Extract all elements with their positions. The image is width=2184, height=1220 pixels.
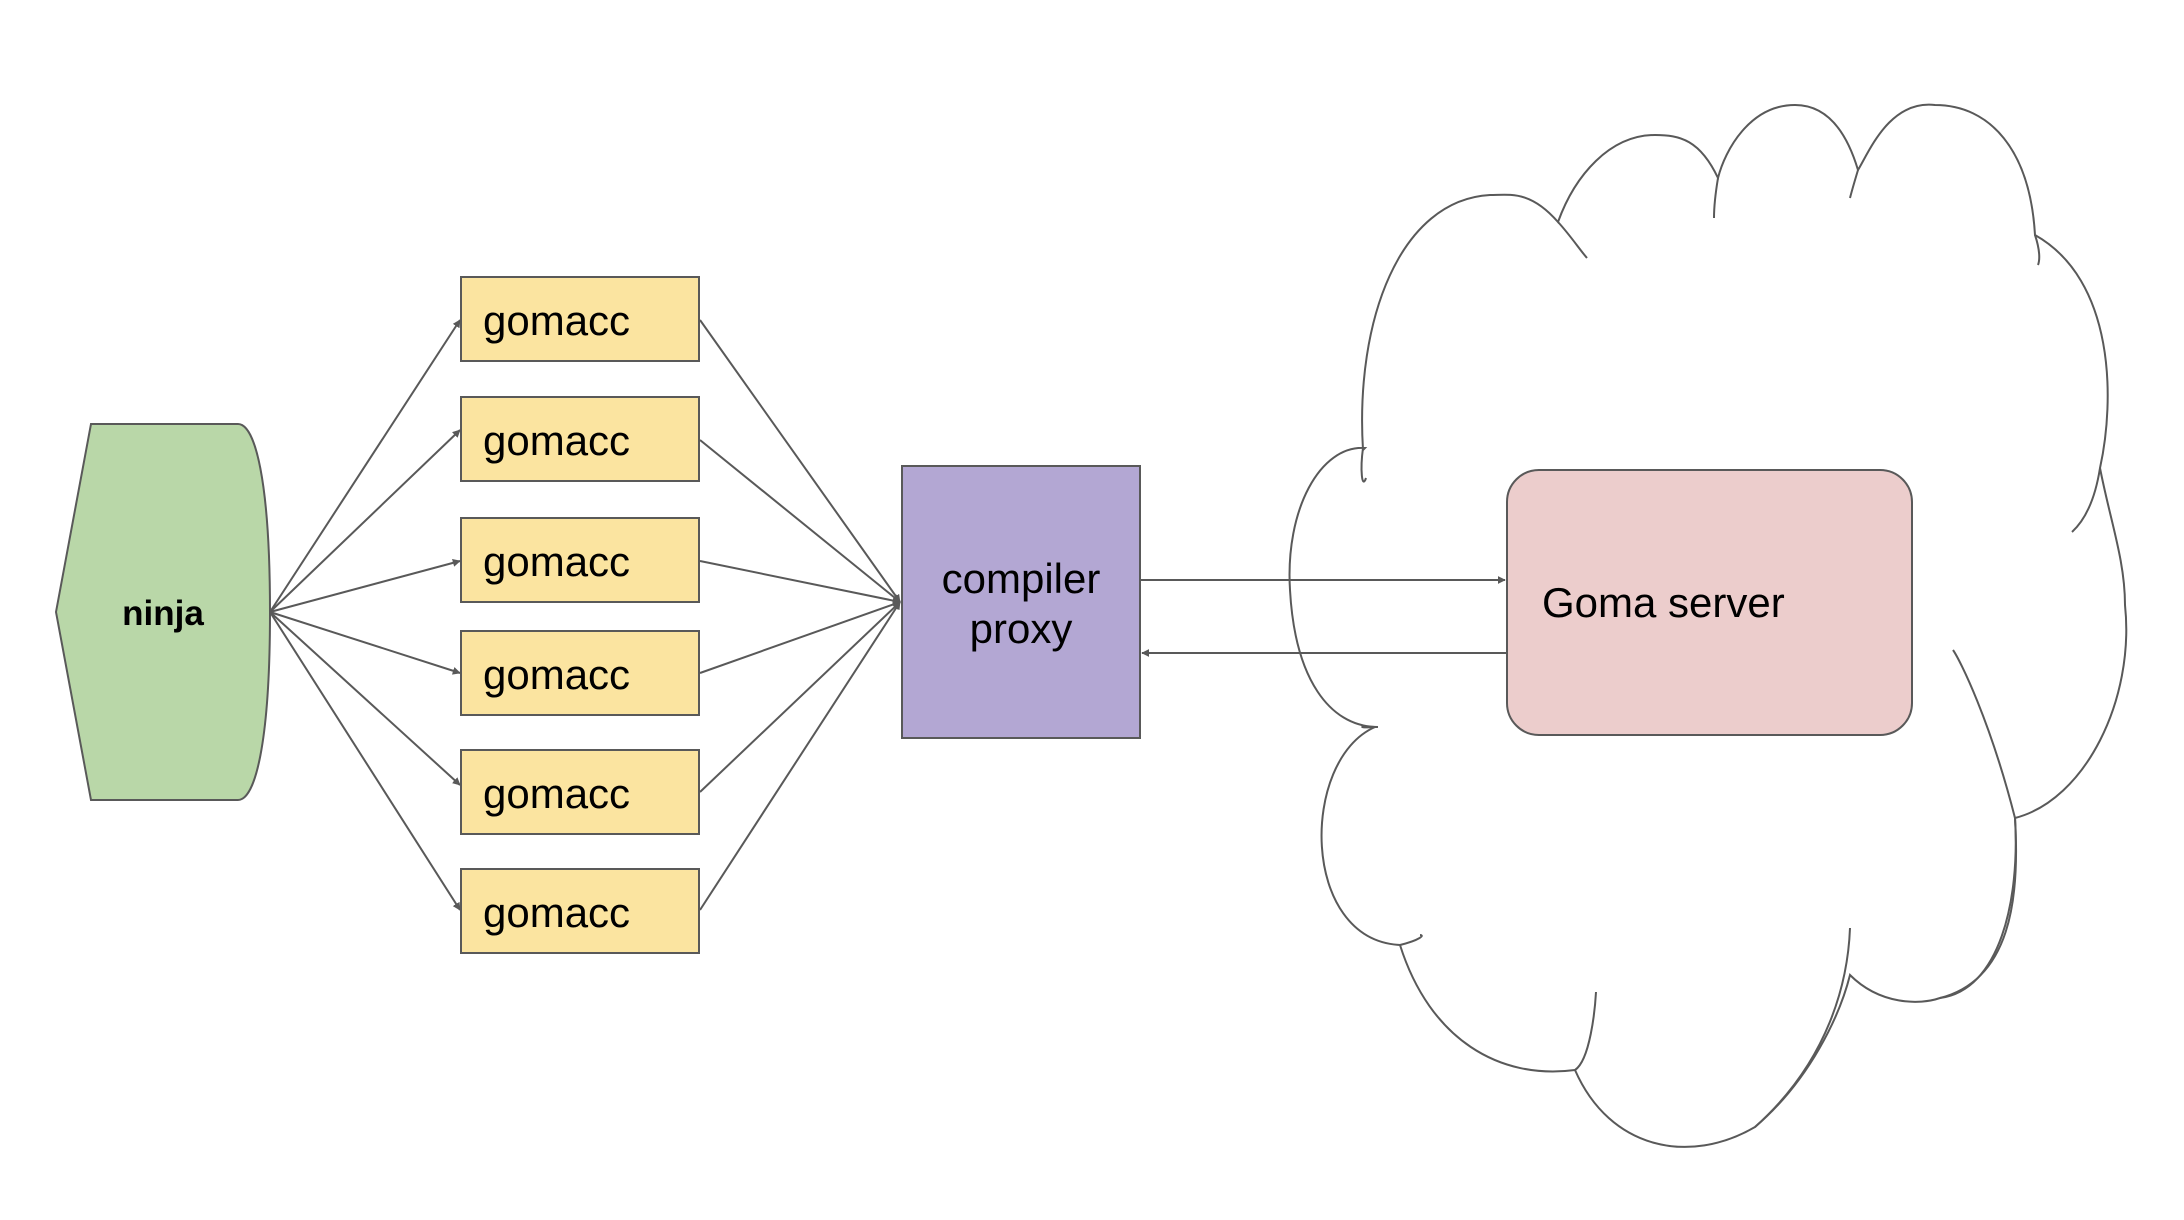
- gomacc-box: gomacc: [460, 396, 700, 482]
- goma-server-label: Goma server: [1542, 579, 1785, 626]
- edge-arrow: [269, 611, 461, 786]
- proxy-server-edges: [1140, 576, 1507, 657]
- gomacc-box: gomacc: [460, 749, 700, 835]
- gomacc-box: gomacc: [460, 868, 700, 954]
- compiler-proxy-label-line2: proxy: [970, 605, 1073, 652]
- edge-arrow: [699, 601, 901, 793]
- gomacc-label: gomacc: [483, 651, 630, 698]
- edge-arrow: [269, 319, 461, 613]
- edge-arrow: [269, 559, 461, 613]
- edge-arrow: [699, 439, 901, 603]
- edge-arrow: [269, 611, 461, 675]
- gomacc-label: gomacc: [483, 297, 630, 344]
- gomacc-box: gomacc: [460, 630, 700, 716]
- gomacc-label: gomacc: [483, 770, 630, 817]
- gomacc-label: gomacc: [483, 417, 630, 464]
- edge-arrow: [699, 560, 901, 605]
- ninja-to-gomacc-edges: [269, 319, 461, 911]
- edge-arrow: [269, 611, 461, 911]
- compiler-proxy-node: compiler proxy: [901, 465, 1141, 739]
- gomacc-to-proxy-edges: [699, 319, 901, 911]
- gomacc-group: gomacc gomacc gomacc gomacc gomacc gomac…: [460, 276, 700, 954]
- edge-arrow: [699, 319, 901, 603]
- edge-arrow: [699, 600, 901, 674]
- gomacc-label: gomacc: [483, 538, 630, 585]
- goma-server-node: Goma server: [1506, 469, 1913, 736]
- ninja-node: ninja: [54, 423, 272, 801]
- gomacc-box: gomacc: [460, 276, 700, 362]
- edge-arrow: [699, 601, 901, 911]
- compiler-proxy-label-line1: compiler: [942, 555, 1101, 602]
- ninja-label: ninja: [122, 594, 204, 633]
- gomacc-label: gomacc: [483, 889, 630, 936]
- gomacc-box: gomacc: [460, 517, 700, 603]
- edge-arrow: [269, 429, 461, 613]
